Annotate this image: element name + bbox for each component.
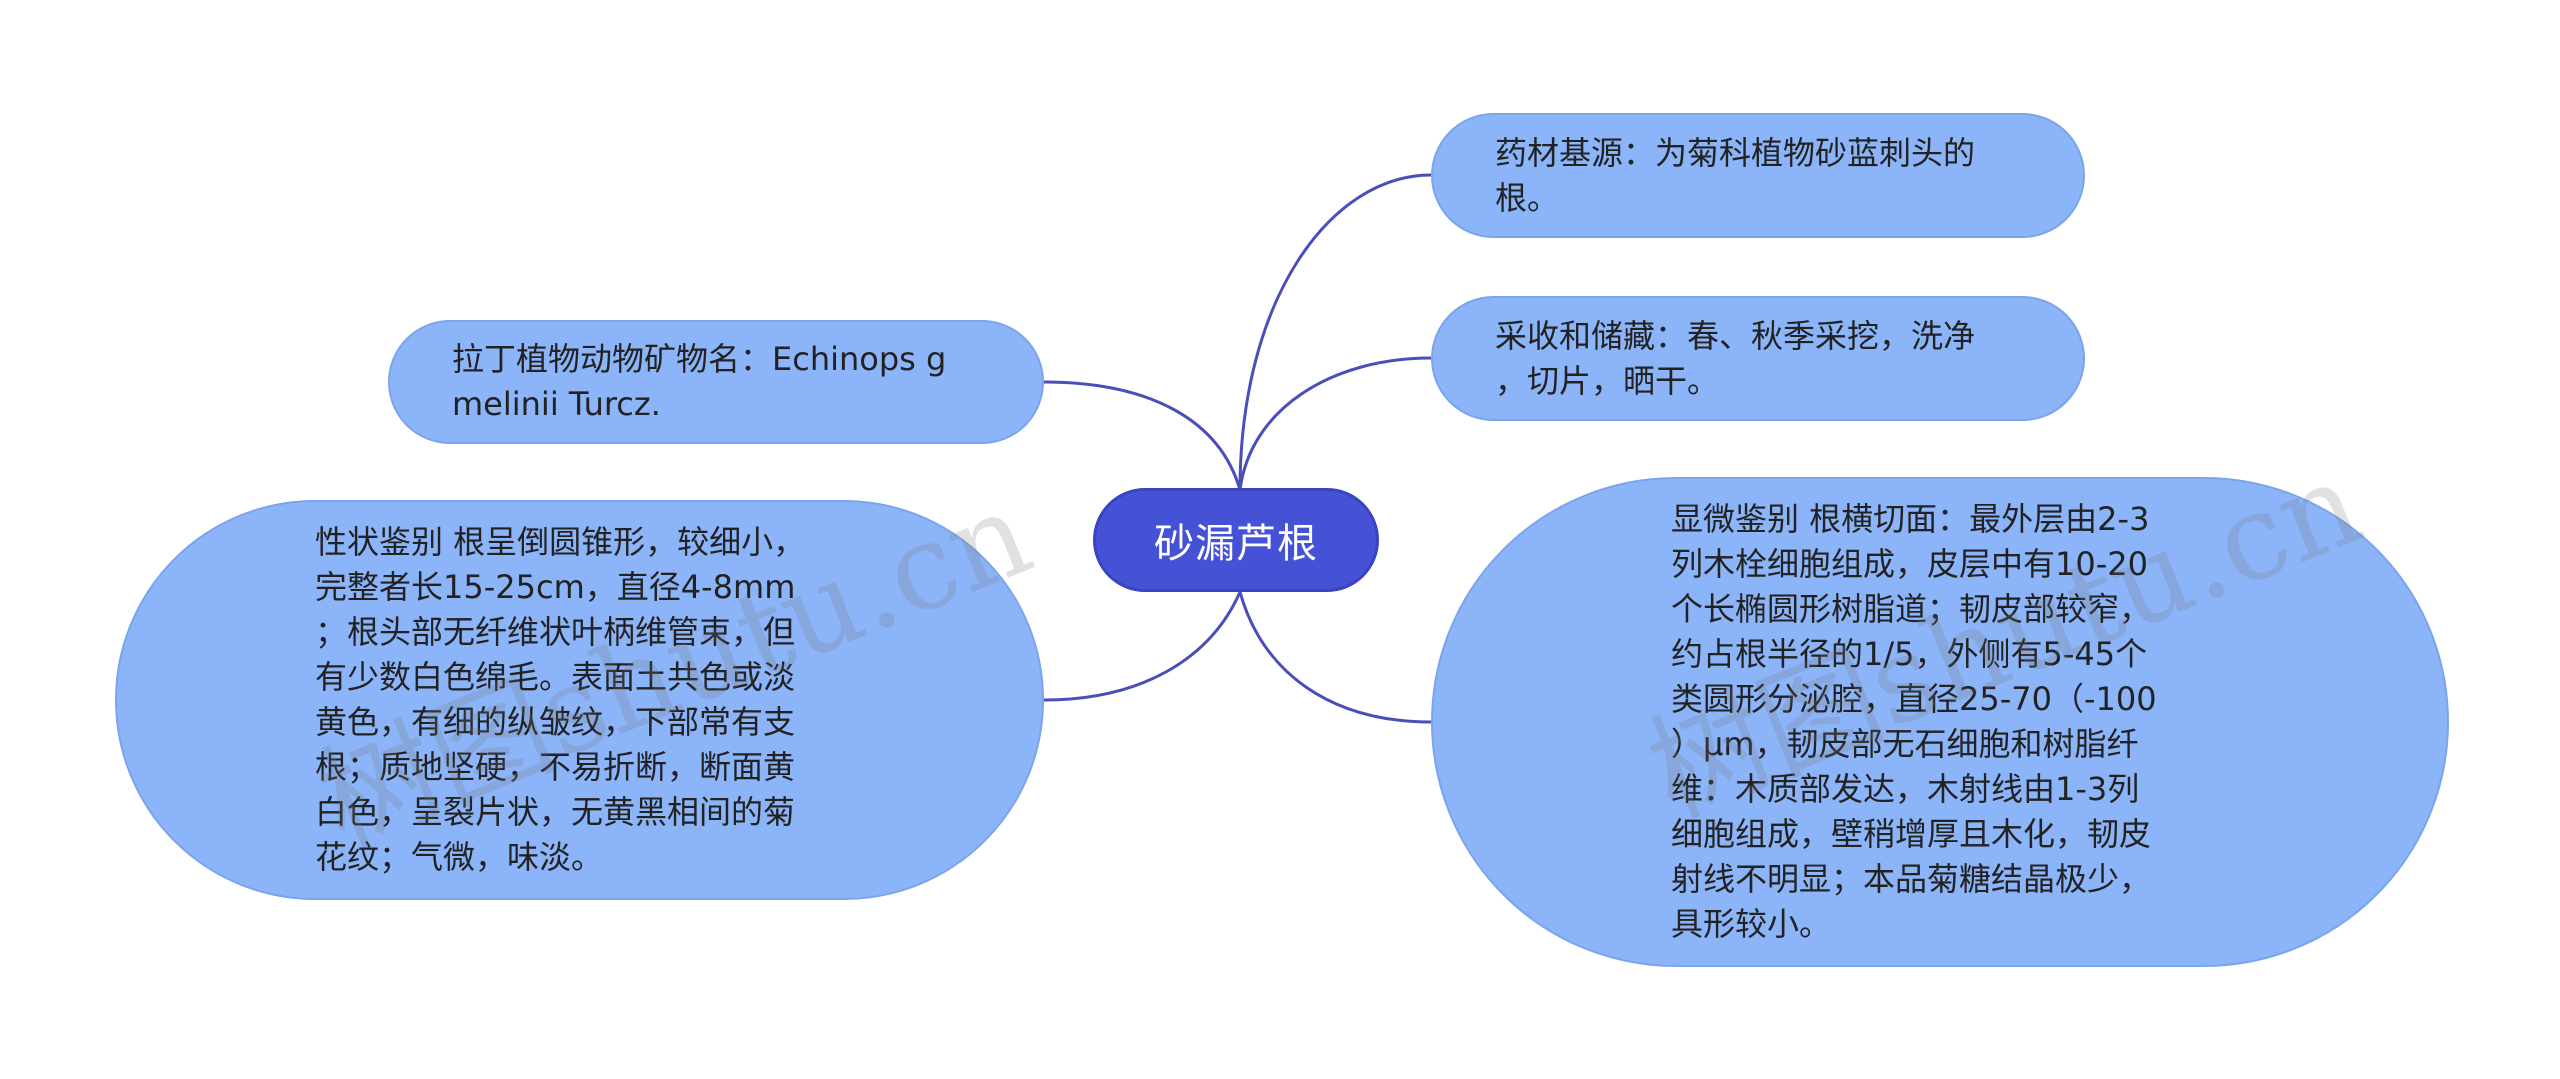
root-node[interactable]: 砂漏芦根 (1093, 488, 1379, 592)
connector-micro (1238, 591, 1432, 724)
connector-traits (1043, 591, 1242, 702)
node-appearance-identification[interactable]: 性状鉴别 根呈倒圆锥形，较细小， 完整者长15-25cm，直径4-8mm ；根头… (115, 500, 1044, 900)
connector-latin (1043, 380, 1242, 491)
node-appearance-identification-text: 性状鉴别 根呈倒圆锥形，较细小， 完整者长15-25cm，直径4-8mm ；根头… (315, 523, 806, 876)
node-microscopic-identification[interactable]: 显微鉴别 根横切面：最外层由2-3 列木栓细胞组成，皮层中有10-20 个长椭圆… (1431, 477, 2449, 967)
node-harvest-storage[interactable]: 采收和储藏：春、秋季采挖，洗净 ，切片，晒干。 (1431, 296, 2085, 421)
root-node-label: 砂漏芦根 (1154, 521, 1318, 567)
node-source-text: 药材基源：为菊科植物砂蓝刺头的 根。 (1495, 133, 1976, 217)
node-latin-name[interactable]: 拉丁植物动物矿物名：Echinops g melinii Turcz. (388, 320, 1044, 444)
node-source[interactable]: 药材基源：为菊科植物砂蓝刺头的 根。 (1431, 113, 2085, 238)
node-harvest-storage-text: 采收和储藏：春、秋季采挖，洗净 ，切片，晒干。 (1495, 316, 1976, 400)
connector-harvest (1238, 356, 1432, 491)
node-latin-name-text: 拉丁植物动物矿物名：Echinops g melinii Turcz. (452, 340, 947, 423)
node-microscopic-identification-text: 显微鉴别 根横切面：最外层由2-3 列木栓细胞组成，皮层中有10-20 个长椭圆… (1671, 500, 2157, 943)
connector-source (1238, 173, 1432, 491)
